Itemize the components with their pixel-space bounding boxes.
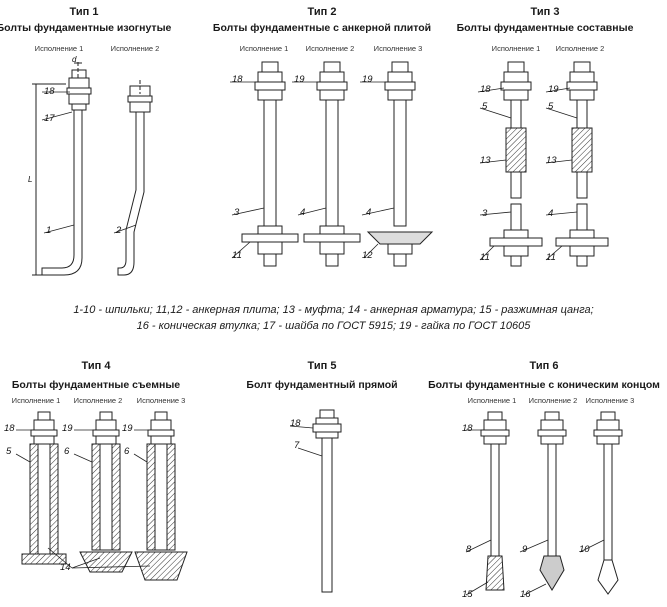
callout-3-type3: 3 bbox=[482, 208, 488, 219]
callout-1: 1 bbox=[46, 225, 52, 236]
type6-heading: Тип 6 bbox=[529, 360, 559, 372]
type1-variant2-label: Исполнение 2 bbox=[110, 44, 160, 53]
type3-variant2-label: Исполнение 2 bbox=[555, 44, 605, 53]
callout-4-a: 4 bbox=[300, 207, 306, 218]
callout-19-type2b: 19 bbox=[362, 74, 373, 85]
type6-variant1-bolt bbox=[480, 411, 510, 591]
type6-title: Болты фундаментные с коническим концом bbox=[428, 379, 660, 391]
type3-heading: Тип 3 bbox=[530, 6, 560, 18]
legend-line-1: 1-10 - шпильки; 11,12 - анкерная плита; … bbox=[73, 304, 594, 316]
type4-variant1-bolt bbox=[21, 411, 67, 565]
type4-variant3-bolt bbox=[134, 411, 188, 581]
callout-11-type3b: 11 bbox=[546, 252, 556, 263]
type3-variant1-label: Исполнение 1 bbox=[491, 44, 541, 53]
type1-title: Болты фундаментные изогнутые bbox=[0, 22, 172, 34]
callout-5-type3b: 5 bbox=[548, 101, 554, 112]
dim-d-label: d bbox=[72, 55, 77, 64]
callout-18-type5: 18 bbox=[290, 418, 301, 429]
callout-14: 14 bbox=[60, 562, 71, 573]
leader-lines bbox=[15, 81, 605, 596]
callout-12: 12 bbox=[362, 250, 373, 261]
type2-variant1-bolt bbox=[241, 61, 299, 267]
type2-heading: Тип 2 bbox=[307, 6, 337, 18]
type4-variant1-label: Исполнение 1 bbox=[11, 396, 61, 405]
callout-5-type3a: 5 bbox=[482, 101, 488, 112]
callout-6-type4b: 6 bbox=[124, 446, 130, 457]
type6-variant2-bolt bbox=[537, 411, 567, 591]
callout-10: 10 bbox=[579, 544, 590, 555]
type5-heading: Тип 5 bbox=[307, 360, 337, 372]
type2-title: Болты фундаментные с анкерной плитой bbox=[212, 22, 432, 34]
type1-variant1-bolt bbox=[32, 62, 92, 276]
callout-19-type2a: 19 bbox=[294, 74, 305, 85]
type3-variant1-bolt bbox=[489, 61, 543, 267]
callout-11-type2: 11 bbox=[232, 250, 242, 261]
legend-line-2: 16 - коническая втулка; 17 - шайба по ГО… bbox=[136, 320, 531, 332]
callout-16: 16 bbox=[520, 589, 531, 600]
callout-19-type4a: 19 bbox=[62, 423, 73, 434]
type4-variant2-bolt bbox=[79, 411, 133, 573]
dim-l-label: L bbox=[28, 175, 33, 184]
callout-17: 17 bbox=[44, 113, 55, 124]
callout-18-type6: 18 bbox=[462, 423, 473, 434]
callout-15: 15 bbox=[462, 589, 473, 600]
type6-variant2-label: Исполнение 2 bbox=[528, 396, 578, 405]
callout-13-a: 13 bbox=[480, 155, 491, 166]
callout-8: 8 bbox=[466, 544, 472, 555]
callout-4-b: 4 bbox=[366, 207, 372, 218]
callout-19-type3: 19 bbox=[548, 84, 559, 95]
type3-title: Болты фундаментные составные bbox=[456, 22, 634, 34]
callout-11-type3a: 11 bbox=[480, 252, 490, 263]
callout-7: 7 bbox=[294, 440, 300, 451]
callout-5-type4: 5 bbox=[6, 446, 12, 457]
type1-heading: Тип 1 bbox=[69, 6, 99, 18]
type4-heading: Тип 4 bbox=[81, 360, 111, 372]
type2-variant2-bolt bbox=[303, 61, 361, 267]
callout-3: 3 bbox=[234, 207, 240, 218]
type6-variant3-bolt bbox=[593, 411, 623, 595]
type4-variant2-label: Исполнение 2 bbox=[73, 396, 123, 405]
callout-18-type4: 18 bbox=[4, 423, 15, 434]
type6-variant3-label: Исполнение 3 bbox=[585, 396, 635, 405]
type2-variant3-label: Исполнение 3 bbox=[373, 44, 423, 53]
type2-variant2-label: Исполнение 2 bbox=[305, 44, 355, 53]
type5-title: Болт фундаментный прямой bbox=[246, 379, 398, 391]
callout-18-type2: 18 bbox=[232, 74, 243, 85]
type1-variant1-label: Исполнение 1 bbox=[34, 44, 84, 53]
type4-title: Болты фундаментные съемные bbox=[11, 379, 181, 391]
callout-6-type4a: 6 bbox=[64, 446, 70, 457]
callout-19-type4b: 19 bbox=[122, 423, 133, 434]
callout-13-b: 13 bbox=[546, 155, 557, 166]
type6-variant1-label: Исполнение 1 bbox=[467, 396, 517, 405]
callout-18: 18 bbox=[44, 86, 55, 97]
type2-variant1-label: Исполнение 1 bbox=[239, 44, 289, 53]
type3-variant2-bolt bbox=[555, 61, 609, 267]
callout-9: 9 bbox=[522, 544, 528, 555]
type2-variant3-bolt bbox=[366, 61, 434, 267]
callout-18-type3: 18 bbox=[480, 84, 491, 95]
type4-variant3-label: Исполнение 3 bbox=[136, 396, 186, 405]
type1-variant2-bolt bbox=[117, 80, 153, 276]
callout-4-type3: 4 bbox=[548, 208, 554, 219]
type5-bolt bbox=[312, 409, 342, 593]
callout-2: 2 bbox=[116, 225, 122, 236]
